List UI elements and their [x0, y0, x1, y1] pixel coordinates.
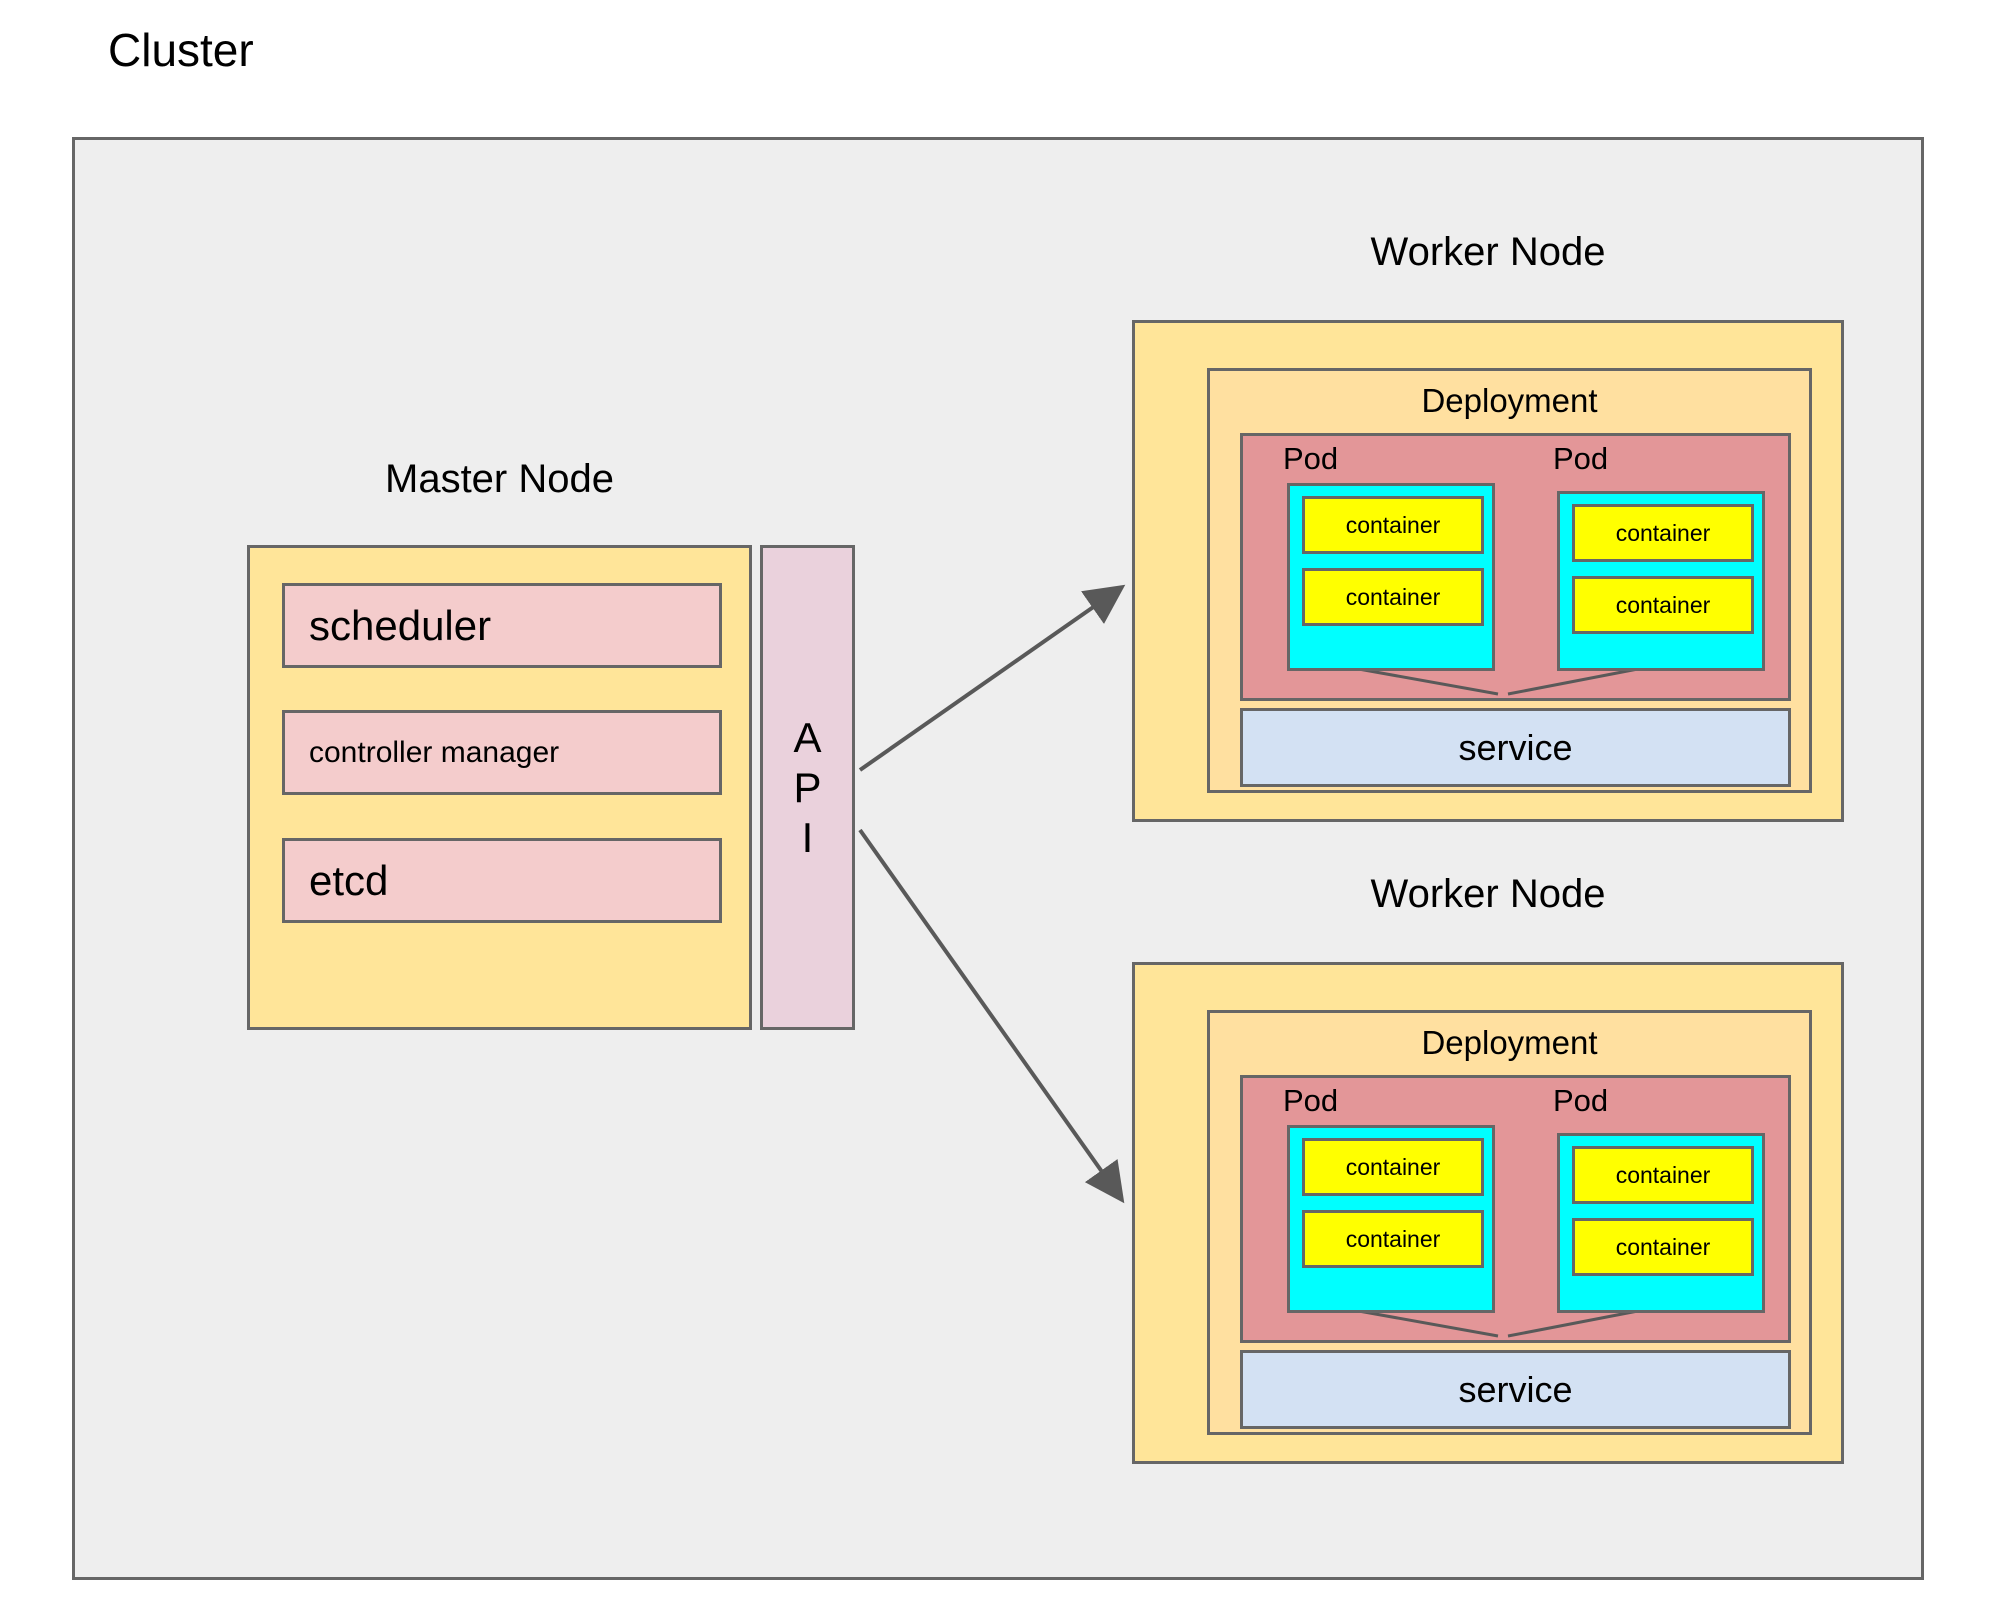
deployment-label: Deployment: [1421, 1024, 1598, 1061]
api-server-box[interactable]: A P I: [760, 545, 855, 1030]
api-letter-i: I: [801, 813, 814, 861]
pod-body: container container: [1287, 1125, 1495, 1313]
deployment-box-2: Deployment Pod container container Pod: [1207, 1010, 1812, 1435]
pod-2[interactable]: Pod container container: [1543, 1078, 1773, 1340]
pod-body: container container: [1557, 1133, 1765, 1313]
container-box[interactable]: container: [1572, 1218, 1754, 1276]
pod-label: Pod: [1553, 441, 1609, 476]
deployment-label: Deployment: [1421, 382, 1598, 419]
pod-label: Pod: [1283, 1083, 1339, 1118]
worker-node-2-box: Deployment Pod container container Pod: [1132, 962, 1844, 1464]
master-node-title: Master Node: [385, 457, 614, 501]
master-node-box: scheduler controller manager etcd: [247, 545, 752, 1030]
master-component-controller-manager[interactable]: controller manager: [282, 710, 722, 795]
cluster-title: Cluster: [108, 24, 254, 76]
service-box-1[interactable]: service: [1240, 708, 1791, 787]
pods-group-2: Pod container container Pod container co…: [1240, 1075, 1791, 1343]
pod-service-connectors: [1352, 1308, 1644, 1338]
api-letter-a: A: [793, 713, 822, 761]
container-box[interactable]: container: [1302, 568, 1484, 626]
master-component-etcd[interactable]: etcd: [282, 838, 722, 923]
container-box[interactable]: container: [1302, 496, 1484, 554]
container-box[interactable]: container: [1302, 1138, 1484, 1196]
worker-node-2-title: Worker Node: [1370, 872, 1606, 916]
deployment-box-1: Deployment Pod container container Pod: [1207, 368, 1812, 793]
pod-label: Pod: [1283, 441, 1339, 476]
master-component-label: scheduler: [309, 601, 492, 649]
container-box[interactable]: container: [1572, 504, 1754, 562]
pod-1[interactable]: Pod container container: [1273, 1078, 1503, 1340]
master-component-label: etcd: [309, 856, 389, 904]
container-box[interactable]: container: [1302, 1210, 1484, 1268]
pod-2[interactable]: Pod container container: [1543, 436, 1773, 698]
pod-1[interactable]: Pod container container: [1273, 436, 1503, 698]
worker-node-1-box: Deployment Pod container container Pod: [1132, 320, 1844, 822]
worker-node-1-title: Worker Node: [1370, 230, 1606, 274]
container-box[interactable]: container: [1572, 1146, 1754, 1204]
pod-body: container container: [1557, 491, 1765, 671]
pod-body: container container: [1287, 483, 1495, 671]
container-box[interactable]: container: [1572, 576, 1754, 634]
master-component-label: controller manager: [309, 735, 560, 769]
service-box-2[interactable]: service: [1240, 1350, 1791, 1429]
api-letter-p: P: [793, 763, 822, 811]
pod-service-connectors: [1352, 666, 1644, 696]
pod-label: Pod: [1553, 1083, 1609, 1118]
master-component-scheduler[interactable]: scheduler: [282, 583, 722, 668]
pods-group-1: Pod container container Pod container co…: [1240, 433, 1791, 701]
